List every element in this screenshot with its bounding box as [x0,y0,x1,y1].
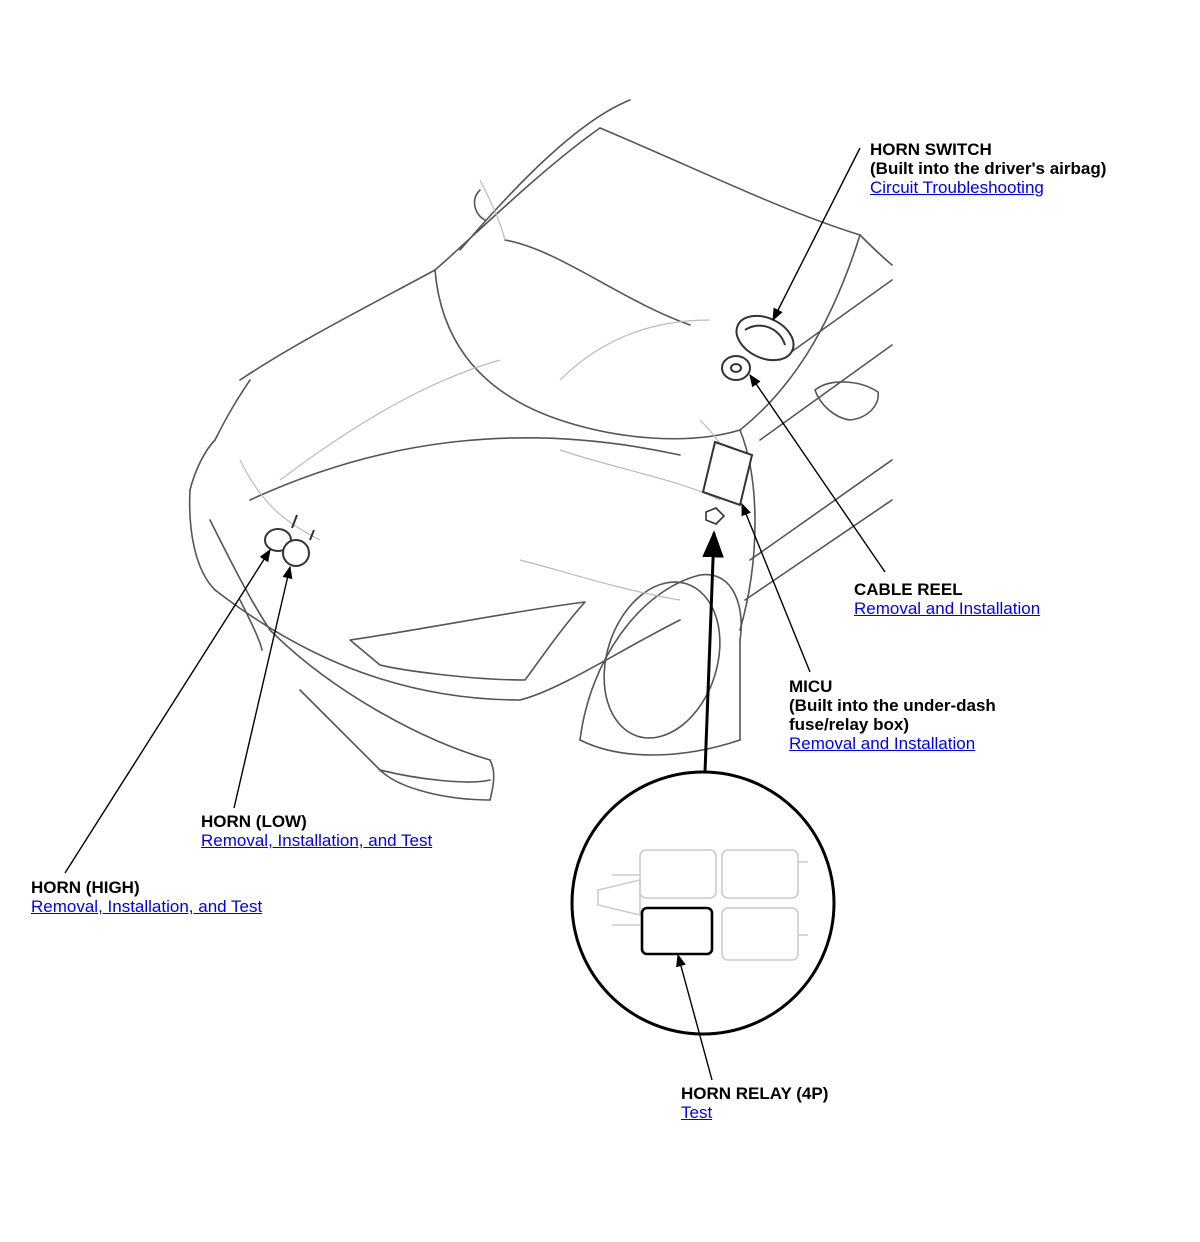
car-inner-lines [239,179,741,601]
cable-reel-title: CABLE REEL [854,580,963,599]
micu-title: MICU [789,677,833,696]
callout-cable-reel: CABLE REEL Removal and Installation [854,580,1040,618]
horn-switch-subtitle: (Built into the driver's airbag) [870,159,1107,178]
horn-high-link[interactable]: Removal, Installation, and Test [31,897,263,916]
leader-micu [741,502,811,673]
horn-high-shape [264,514,298,552]
leader-cable-reel [749,373,886,573]
horn-low-shape [282,529,315,567]
horn-switch-title: HORN SWITCH [870,140,992,159]
callout-horn-relay: HORN RELAY (4P) Test [681,1084,828,1122]
car-outline [188,99,893,801]
micu-subtitle-line1: (Built into the under-dash [789,696,996,715]
leader-lines [64,147,886,1081]
horn-relay-title: HORN RELAY (4P) [681,1084,829,1103]
horn-low-title: HORN (LOW) [201,812,307,831]
horn-relay-highlight [640,906,714,956]
callout-micu: MICU (Built into the under-dash fuse/rel… [789,677,996,753]
relay-box-zoom-circle [570,770,836,1036]
leader-horn-relay-zoom [702,530,724,773]
leader-horn-switch [772,147,861,322]
cable-reel-link[interactable]: Removal and Installation [854,599,1041,618]
leader-horn-high [64,548,271,874]
horn-low-link[interactable]: Removal, Installation, and Test [201,831,433,850]
horn-high-title: HORN (HIGH) [31,878,140,897]
leader-horn-relay [676,953,713,1081]
callout-horn-low: HORN (LOW) Removal, Installation, and Te… [201,812,432,850]
micu-shape [701,440,754,507]
cable-reel-shape [721,355,751,381]
horn-relay-small-shape [705,507,726,525]
callout-horn-high: HORN (HIGH) Removal, Installation, and T… [31,878,262,916]
leader-horn-low [233,565,293,809]
horn-relay-link[interactable]: Test [681,1103,713,1122]
micu-link[interactable]: Removal and Installation [789,734,976,753]
micu-subtitle-line2: fuse/relay box) [789,715,909,734]
callout-horn-switch: HORN SWITCH (Built into the driver's air… [870,140,1106,197]
horn-switch-link[interactable]: Circuit Troubleshooting [870,178,1044,197]
